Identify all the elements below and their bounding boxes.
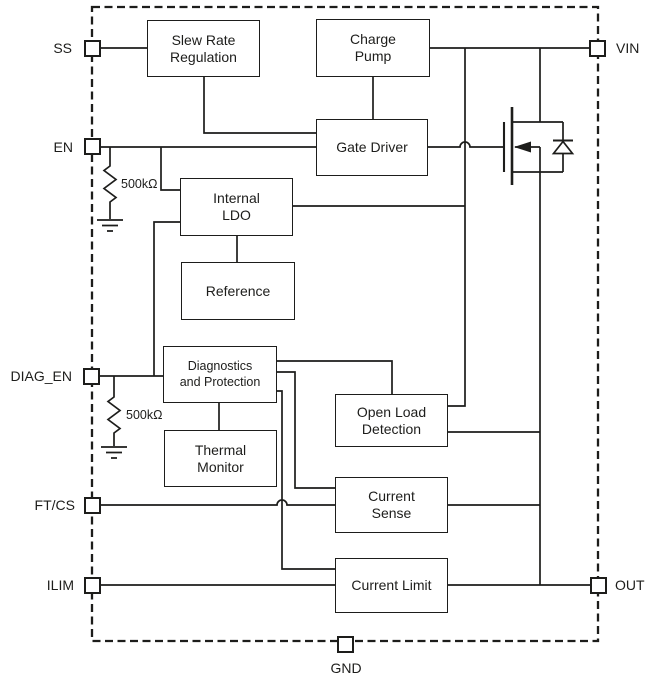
pin-label-en: EN [53,139,73,155]
ground-icon [97,219,123,232]
block-label-line: Thermal [194,441,247,458]
pulldown-resistor-en-icon [97,147,123,232]
wire-diagnostics-to-openload [277,360,393,394]
pin-label-ft-cs: FT/CS [34,497,75,513]
pin-label-gnd: GND [330,660,362,676]
block-charge-pump: Charge Pump [316,19,430,77]
diode-triangle [551,140,575,155]
wire-diagnostics-to-currentlimit [277,390,335,570]
block-label-line: and Protection [179,374,261,389]
block-label-line: Gate Driver [336,139,408,155]
block-label-line: Monitor [197,458,244,475]
block-internal-ldo: Internal LDO [180,178,293,236]
pin-ft-cs [84,497,101,514]
pin-gnd [337,636,354,653]
block-slew-rate-regulation: Slew Rate Regulation [147,20,260,77]
block-diagnostics-and-protection: Diagnostics and Protection [163,346,277,403]
pin-label-diag-en: DIAG_EN [10,368,72,384]
resistor-value-en: 500kΩ [121,177,158,191]
pin-label-ss: SS [53,40,72,56]
mosfet-arrow-icon [514,141,531,153]
resistor-value-diag-en: 500kΩ [126,408,163,422]
block-label-line: LDO [222,207,251,223]
block-label-line: Regulation [170,48,237,65]
block-thermal-monitor: Thermal Monitor [164,430,277,487]
block-gate-driver: Gate Driver [316,119,428,176]
block-label-line: Detection [361,420,422,437]
pin-vin [589,40,606,57]
pin-label-ilim: ILIM [46,577,74,593]
block-label-line: Slew Rate [171,31,236,48]
pin-diag-en [83,368,100,385]
block-label-line: Diagnostics [187,359,253,373]
pin-out [590,577,607,594]
block-label-line: Current Limit [351,577,432,593]
pulldown-resistor-diagen-icon [101,376,127,459]
block-label-line: Sense [371,505,412,521]
mosfet-icon [502,48,563,185]
chip-boundary [90,5,600,643]
block-label-line: Pump [354,48,392,64]
pin-en [84,138,101,155]
block-label-line: Current [368,488,415,504]
pin-ilim [84,577,101,594]
block-label-line: Internal [213,190,260,206]
wire-slewrate-to-gatedriver [203,77,316,134]
wire-en-to-ldo [160,147,180,191]
block-reference: Reference [181,262,295,320]
resistor-zigzag [106,376,122,446]
resistor-zigzag [102,147,118,219]
block-open-load-detection: Open Load Detection [335,394,448,447]
pin-ss [84,40,101,57]
wire-ldo-to-diagnostics [153,221,180,376]
block-label-line: Reference [205,282,271,299]
wire-gatedriver-to-gate [428,141,504,148]
ground-icon [101,446,127,459]
wire-ftcs-to-currentsense [101,499,335,506]
body-diode-icon [551,122,575,172]
block-current-limit: Current Limit [335,558,448,613]
pin-label-vin: VIN [616,40,640,56]
block-label-line: Charge [350,31,396,47]
pin-label-out: OUT [615,577,645,593]
wire-diagnostics-to-currentsense [277,371,335,489]
wire-vin-rail-to-openload [448,48,466,407]
block-current-sense: Current Sense [335,477,448,533]
block-label-line: Open Load [356,403,427,420]
